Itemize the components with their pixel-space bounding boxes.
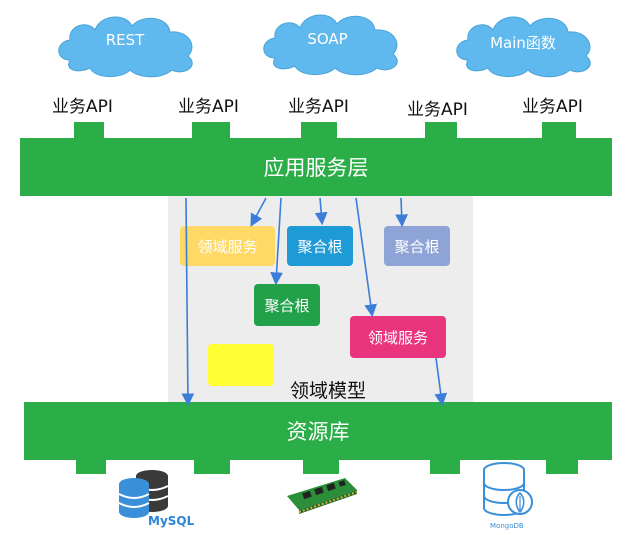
aggregate-root-label-2: 聚合根 [394,237,440,256]
arrow-to-repository-2 [434,357,448,407]
arrow-to-domain-service-1 [250,197,267,227]
repo-tab-5 [546,458,578,474]
api-tab-2 [192,122,230,140]
application-service-layer: 应用服务层 [20,138,612,196]
application-service-layer-label: 应用服务层 [263,156,369,180]
arrow-to-domain-service-2 [355,197,378,318]
aggregate-root-box-2: 聚合根 [384,226,450,266]
memory-chip-icon [287,478,358,514]
api-label-4: 业务API [407,100,468,120]
repo-tab-4 [430,458,460,474]
cloud-main-label: Main函数 [490,34,556,52]
repository-layer-label: 资源库 [286,420,350,444]
mongodb-label: MongoDB [490,522,524,530]
repository-layer: 资源库 [24,402,612,460]
mongodb-database-icon [483,462,533,516]
mysql-label: MySQL [148,514,195,528]
api-tab-5 [542,122,576,140]
api-label-3: 业务API [288,97,349,117]
repo-tab-2 [194,458,230,474]
aggregate-root-label-1: 聚合根 [297,237,343,256]
repo-tab-1 [76,458,106,474]
domain-model-label: 领域模型 [290,380,367,402]
aggregate-root-box-3: 聚合根 [254,284,320,326]
domain-service-box-2: 领域服务 [350,316,446,358]
yellow-box [208,344,274,386]
cloud-soap [263,14,398,76]
api-label-5: 业务API [522,97,583,117]
api-tab-1 [74,122,104,140]
cloud-main [456,16,591,78]
cloud-rest [58,16,193,78]
arrow-to-repository-1 [181,197,195,407]
api-tab-4 [425,122,457,140]
arrow-to-aggregate-root-3 [270,197,283,286]
arrow-to-aggregate-root-2 [395,197,409,228]
aggregate-root-label-3: 聚合根 [264,296,310,315]
repo-tab-3 [303,458,339,474]
mysql-database-icon [118,470,169,518]
aggregate-root-box-1: 聚合根 [287,226,353,266]
api-label-2: 业务API [178,97,239,117]
domain-service-box-1: 领域服务 [180,226,275,266]
api-tab-3 [301,122,337,140]
arrow-to-aggregate-root-1 [314,197,328,226]
domain-service-label-2: 领域服务 [367,328,428,347]
cloud-soap-label: SOAP [307,30,348,48]
cloud-rest-label: REST [105,31,145,49]
api-label-1: 业务API [52,97,113,117]
domain-service-label-1: 领域服务 [197,237,258,256]
